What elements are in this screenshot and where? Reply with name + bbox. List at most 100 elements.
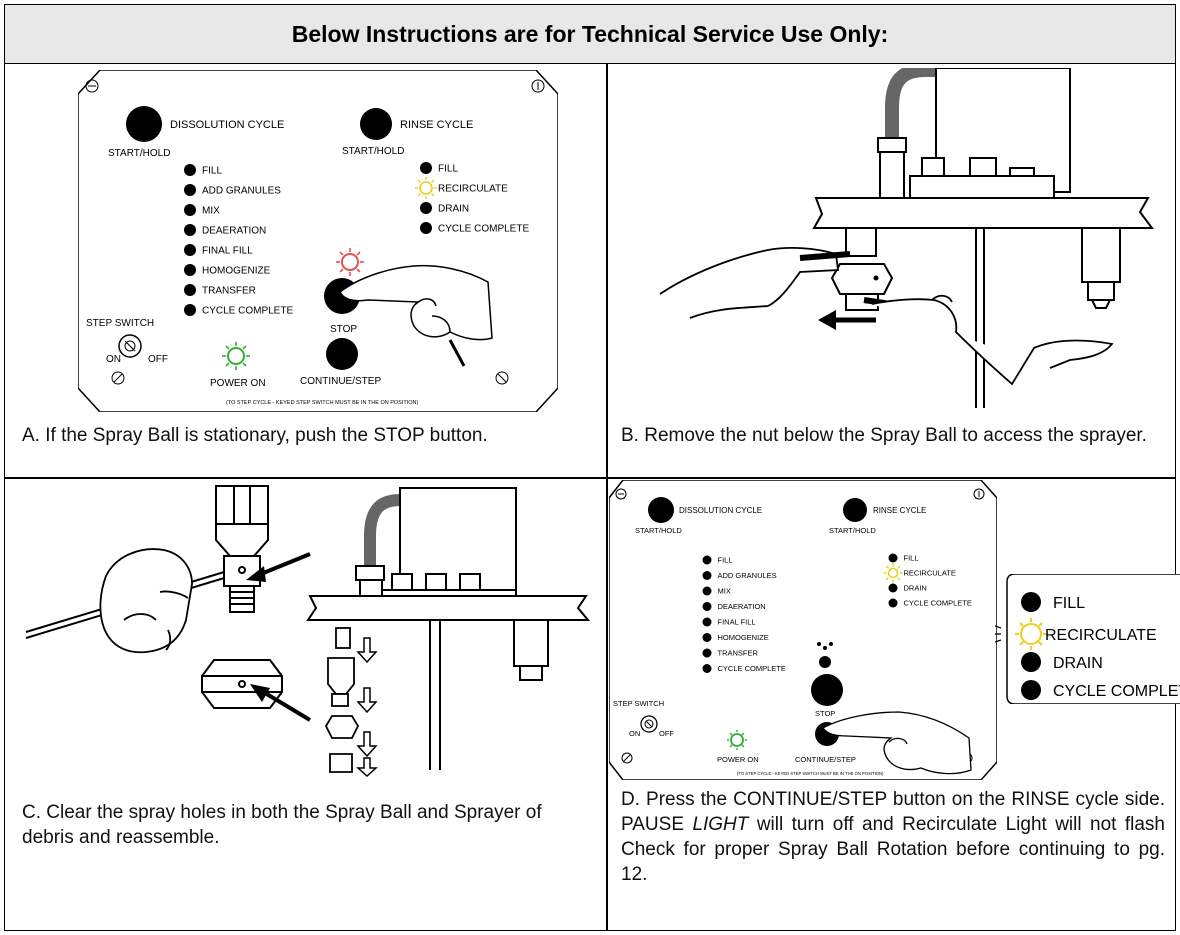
dissolution-step-label: FILL — [202, 166, 222, 177]
dissolution-step-label: HOMOGENIZE — [202, 266, 271, 277]
off-label: OFF — [148, 354, 168, 365]
dissolution-step-indicator — [702, 617, 712, 627]
mounting-plate — [812, 197, 1154, 229]
column-divider — [606, 63, 608, 931]
dissolution-cycle-label: DISSOLUTION CYCLE — [170, 119, 284, 131]
rinse-step-indicator — [420, 202, 432, 214]
rinse-step-label: CYCLE COMPLETE — [904, 599, 972, 608]
footnote-label: (TO STEP CYCLE - KEYED STEP SWITCH MUST … — [226, 400, 418, 406]
arrow-left-icon — [818, 310, 876, 330]
dissolution-step-indicator — [702, 602, 712, 611]
rinse-step-label: CYCLE COMPLETE — [438, 224, 529, 235]
dissolution-step-label: CYCLE COMPLETE — [718, 664, 786, 673]
row-divider — [4, 477, 1176, 479]
stop-label: STOP — [330, 324, 357, 335]
rinse-cycle-label: RINSE CYCLE — [873, 506, 926, 515]
start-hold-label: START/HOLD — [108, 148, 170, 159]
dissolution-step-indicator — [702, 648, 712, 658]
dissolution-start-button — [648, 497, 674, 523]
stop-button — [811, 674, 843, 706]
zoom-fill-label: FILL — [1053, 595, 1085, 612]
step-switch-label: STEP SWITCH — [86, 318, 154, 329]
screw-icon — [85, 79, 99, 93]
screw-icon — [111, 371, 125, 385]
start-hold-label: START/HOLD — [342, 146, 404, 157]
pointing-hand-icon — [339, 264, 493, 367]
rinse-start-button — [843, 498, 867, 522]
caption-d-part1: D. Press the CONTINUE/STEP button on the… — [621, 789, 1165, 835]
dissolution-step-label: CYCLE COMPLETE — [202, 306, 293, 317]
rinse-step-list: FILL RECIRCULATE DRAIN CYCLE COMPLETE — [883, 553, 972, 608]
screw-icon — [621, 752, 633, 764]
small-indicator — [819, 656, 831, 668]
power-on-label: POWER ON — [210, 378, 266, 389]
figure-b-nut-removal — [659, 68, 1154, 408]
caption-d: D. Press the CONTINUE/STEP button on the… — [621, 787, 1165, 887]
arrow-pointer-icon — [246, 552, 311, 582]
rinse-step-label: DRAIN — [904, 584, 927, 593]
fill-indicator — [1021, 592, 1041, 612]
caption-b: B. Remove the nut below the Spray Ball t… — [621, 425, 1147, 446]
continue-step-label: CONTINUE/STEP — [795, 755, 856, 764]
dissolution-step-indicator — [184, 264, 196, 276]
dissolution-step-indicator — [702, 633, 712, 642]
dissolution-step-label: DEAERATION — [718, 602, 766, 611]
rinse-step-label: RECIRCULATE — [438, 184, 508, 195]
left-hand-icon — [659, 247, 851, 319]
dissolution-step-indicator — [184, 244, 196, 256]
caption-d-part2: will turn off and Recirculate Light will… — [621, 814, 1165, 885]
step-switch-label: STEP SWITCH — [613, 699, 664, 708]
rinse-step-indicator — [888, 598, 898, 608]
dissolution-step-label: TRANSFER — [202, 286, 256, 297]
zoom-drain-label: DRAIN — [1053, 655, 1103, 672]
figure-c-clean-spray-holes — [25, 485, 590, 778]
caption-c: C. Clear the spray holes in both the Spr… — [22, 802, 542, 848]
red-led-icon — [336, 248, 364, 276]
key-switch-icon — [118, 334, 142, 358]
dissolution-step-indicator — [184, 164, 196, 176]
screw-icon — [973, 488, 985, 500]
cycle-complete-indicator — [1021, 680, 1041, 700]
dissolution-step-label: ADD GRANULES — [202, 186, 281, 197]
dissolution-step-label: DEAERATION — [202, 226, 266, 237]
zoom-cycle-complete-label: CYCLE COMPLET — [1053, 683, 1180, 700]
caption-a: A. If the Spray Ball is stationary, push… — [22, 425, 488, 446]
dissolution-step-indicator — [184, 284, 196, 296]
dissolution-step-indicator — [702, 571, 712, 580]
pointing-hand-icon — [822, 711, 972, 775]
green-led-icon — [727, 730, 747, 750]
dissolution-step-label: MIX — [202, 206, 220, 217]
rinse-cycle-label: RINSE CYCLE — [400, 119, 473, 131]
rinse-step-indicator — [888, 583, 898, 593]
start-hold-label: START/HOLD — [829, 526, 876, 535]
spray-ball-icon — [215, 485, 269, 613]
page-title-text: Below Instructions are for Technical Ser… — [291, 20, 889, 47]
rinse-step-indicator — [888, 553, 898, 563]
off-label: OFF — [659, 729, 674, 738]
on-label: ON — [629, 729, 640, 738]
right-hand-icon — [863, 294, 1114, 386]
rinse-step-label: FILL — [904, 554, 919, 563]
screw-icon — [495, 371, 509, 385]
rinse-step-label: RECIRCULATE — [904, 569, 956, 578]
hand-holding-pick-icon — [99, 548, 193, 654]
sprayer-nut-icon — [201, 659, 283, 709]
green-led-icon — [222, 342, 250, 370]
drain-indicator — [1021, 652, 1041, 672]
blink-rays-icon — [995, 625, 1002, 643]
on-label: ON — [106, 354, 121, 365]
key-switch-icon — [640, 715, 658, 733]
yellow-led-icon — [883, 563, 903, 583]
figure-a-control-panel: DISSOLUTION CYCLE START/HOLD RINSE CYCLE… — [78, 70, 558, 412]
footnote-label: (TO STEP CYCLE - KEYED STEP SWITCH MUST … — [737, 771, 884, 776]
dissolution-step-label: FILL — [718, 556, 733, 565]
yellow-led-icon — [415, 177, 437, 199]
dissolution-start-button — [126, 106, 162, 142]
yellow-led-icon — [1015, 618, 1047, 650]
blink-indicator-icon — [817, 642, 833, 650]
dissolution-step-label: TRANSFER — [718, 649, 759, 658]
start-hold-label: START/HOLD — [635, 526, 682, 535]
page-title: Below Instructions are for Technical Ser… — [4, 4, 1176, 64]
